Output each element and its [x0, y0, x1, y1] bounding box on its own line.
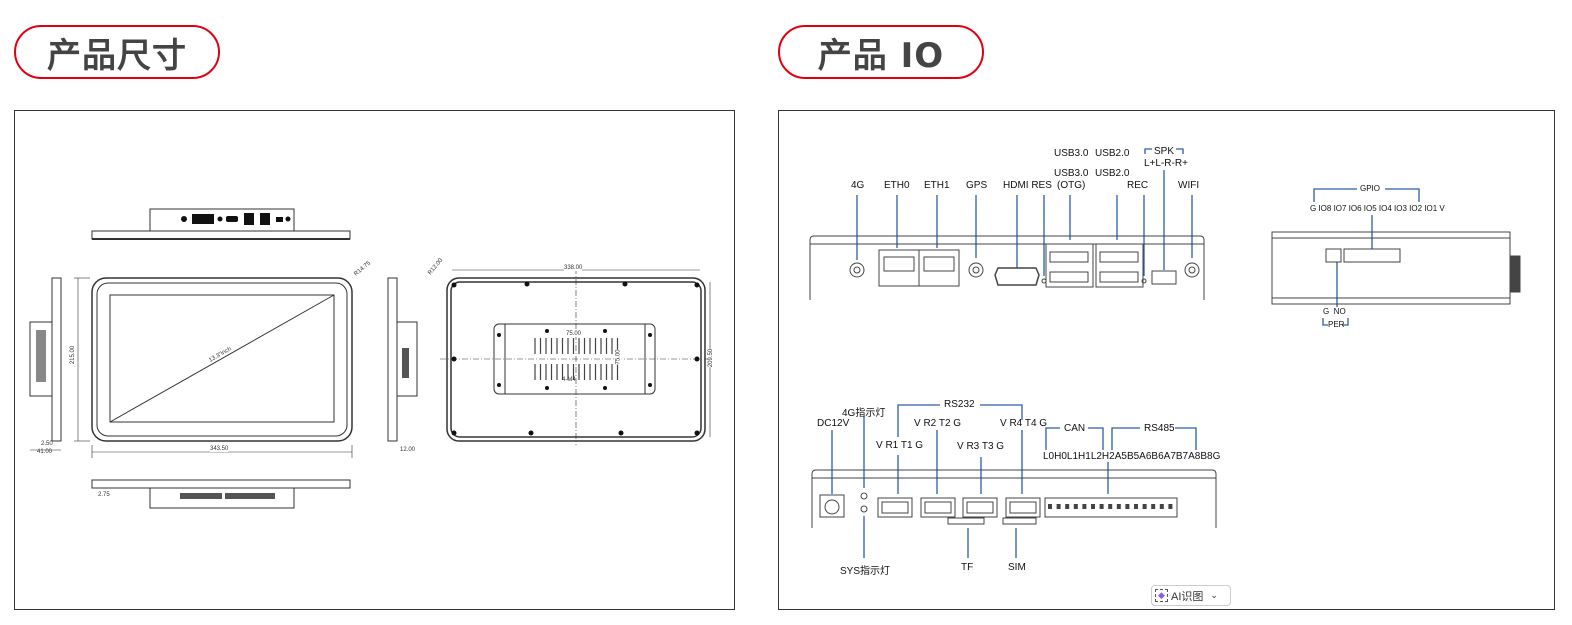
io-diagram-panel [778, 110, 1555, 610]
section-title-dimensions: 产品尺寸 [14, 25, 220, 79]
label-rs232: RS232 [944, 399, 975, 410]
label-4g-led: 4G指示灯 [842, 408, 886, 419]
front-view-screen [109, 294, 335, 423]
label-usb30-upper: USB3.0 [1054, 148, 1089, 159]
dim-side-depth: 41.00 [37, 449, 53, 455]
label-spk-pins: L+L-R-R+ [1144, 158, 1188, 169]
label-usb20-lower: USB2.0 [1095, 168, 1130, 179]
dimension-drawing-panel [14, 110, 735, 610]
ai-scan-icon: ◆ [1155, 589, 1168, 602]
terminal-pin [1056, 504, 1061, 509]
terminal-pin [1073, 504, 1078, 509]
terminal-pin [1134, 504, 1138, 509]
terminal-pin [1168, 504, 1173, 509]
label-tf: TF [961, 562, 974, 573]
ai-button-label: AI识图 [1171, 590, 1204, 603]
terminal-pin [1125, 504, 1130, 509]
chevron-down-icon: ⌄ [1210, 590, 1218, 600]
dim-side-bezel: 2.50 [41, 441, 53, 447]
dim-bottom-offset: 2.75 [98, 492, 110, 498]
label-sys-led: SYS指示灯 [840, 566, 891, 577]
label-per: PER [1328, 320, 1345, 329]
terminal-pin [1159, 504, 1164, 509]
label-gpio: GPIO [1360, 184, 1381, 193]
dim-rear-thickness: 12.00 [400, 447, 416, 453]
label-sim: SIM [1008, 562, 1026, 573]
label-eth0: ETH0 [884, 180, 910, 191]
terminal-pin [1151, 504, 1156, 509]
label-4g: 4G [851, 180, 865, 191]
dim-front-width: 343.50 [210, 446, 229, 452]
front-view-outer [91, 277, 353, 442]
label-terminal-pins: L0H0L1H1L2H2A5B5A6B6A7B7A8B8G [1043, 451, 1221, 462]
label-rec: REC [1127, 180, 1149, 191]
label-spk: SPK [1154, 146, 1175, 157]
terminal-pin [1091, 504, 1095, 509]
label-per-pins: G NO [1323, 307, 1346, 316]
label-hdmi-res: HDMI RES [1003, 180, 1052, 191]
section-title-text: 产品尺寸 [47, 35, 187, 76]
label-com2: V R2 T2 G [914, 418, 962, 429]
front-view-inner [96, 282, 348, 437]
terminal-pin [1142, 504, 1147, 509]
terminal-pin [1048, 504, 1052, 509]
terminal-pin [1065, 504, 1070, 509]
diagonal-line [109, 294, 335, 423]
terminal-pin [1116, 504, 1121, 509]
terminal-pin [1108, 504, 1113, 509]
label-com1: V R1 T1 G [876, 440, 924, 451]
label-gpio-pins: G IO8 IO7 IO6 IO5 IO4 IO3 IO2 IO1 V [1310, 204, 1445, 213]
label-dc12v: DC12V [817, 418, 850, 429]
ai-image-recognition-button[interactable]: ◆ AI识图 ⌄ [1151, 585, 1231, 606]
label-can: CAN [1064, 423, 1086, 434]
label-rs485: RS485 [1144, 423, 1175, 434]
dim-back-width: 338.00 [564, 265, 583, 271]
section-title-io: 产品 IO [778, 25, 984, 79]
label-com3: V R3 T3 G [957, 441, 1005, 452]
terminal-pin [1082, 504, 1087, 509]
label-com4: V R4 T4 G [1000, 418, 1048, 429]
label-gps: GPS [966, 180, 988, 191]
section-title-text: 产品 IO [817, 35, 945, 76]
terminal-pin [1099, 504, 1104, 509]
label-otg: (OTG) [1057, 180, 1086, 191]
label-usb20-upper: USB2.0 [1095, 148, 1130, 159]
label-eth1: ETH1 [924, 180, 950, 191]
dim-screw: 4-M4 [562, 377, 576, 383]
dim-vesa-horizontal: 75.00 [566, 331, 582, 337]
label-usb30-otg: USB3.0 [1054, 168, 1089, 179]
label-wifi: WIFI [1178, 180, 1200, 191]
